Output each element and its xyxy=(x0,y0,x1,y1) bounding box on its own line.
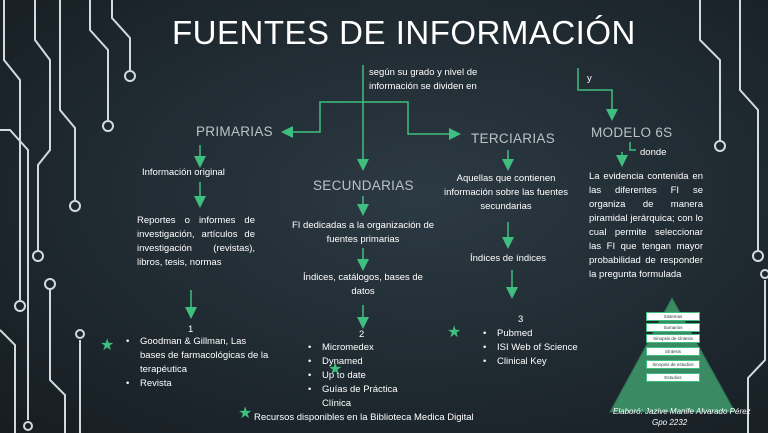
modelo-donde: donde xyxy=(640,147,667,158)
resources-note: Recursos disponibles en la Biblioteca Me… xyxy=(254,412,474,423)
primarias-number: 1 xyxy=(188,324,194,335)
star-icon: ★ xyxy=(238,405,253,422)
star-icon: ★ xyxy=(328,361,343,378)
list-item: ISI Web of Science xyxy=(483,341,607,355)
list-item: Goodman & Gillman, Las bases de farmacol… xyxy=(126,335,270,377)
list-item: Pubmed xyxy=(483,327,607,341)
primarias-list: Goodman & Gillman, Las bases de farmacol… xyxy=(126,335,270,391)
pyramid-level: Estudios xyxy=(646,373,700,382)
author: Elaboró: Jazive Manife Alvarado Pérez xyxy=(613,407,751,416)
circuit-decoration-left xyxy=(0,0,136,433)
secundarias-examples: Índices, catálogos, bases de datos xyxy=(303,272,423,297)
pyramid-level: Sistemas xyxy=(646,312,700,321)
terciarias-heading: TERCIARIAS xyxy=(471,131,556,146)
primarias-examples: Reportes o informes de investigación, ar… xyxy=(137,215,255,268)
pyramid-level: Sinopsis de estudios xyxy=(646,360,700,369)
terciarias-number: 3 xyxy=(518,314,524,325)
list-item: Up to date xyxy=(308,369,422,383)
secundarias-number: 2 xyxy=(359,329,365,340)
group: Gpo 2232 xyxy=(652,418,688,427)
arrow-to-primarias xyxy=(281,101,363,138)
list-item: Dynamed xyxy=(308,355,422,369)
list-item: Guías de Práctica Clínica xyxy=(308,383,422,411)
modelo-desc: La evidencia contenida en las diferentes… xyxy=(589,171,703,280)
modelo-heading: MODELO 6S xyxy=(591,125,673,140)
arrow-to-modelo xyxy=(577,68,618,121)
pyramid-level: Síntesis xyxy=(646,347,700,356)
secundarias-desc: FI dedicadas a la organización de fuente… xyxy=(291,220,435,245)
terciarias-examples: Índices de índices xyxy=(470,253,547,264)
secundarias-list: Micromedex Dynamed Up to date Guías de P… xyxy=(308,341,422,411)
list-item: Micromedex xyxy=(308,341,422,355)
primarias-desc: Información original xyxy=(142,167,225,178)
terciarias-desc: Aquellas que contienen información sobre… xyxy=(443,173,569,212)
list-item: Clinical Key xyxy=(483,355,607,369)
connector-y: y xyxy=(587,73,592,84)
arrow-to-terciarias xyxy=(363,101,461,140)
secundarias-heading: SECUNDARIAS xyxy=(313,178,414,193)
connector-arrows xyxy=(185,65,636,329)
arrow-modelo-1 xyxy=(629,142,636,151)
star-icon: ★ xyxy=(447,324,462,341)
circuit-decoration-right xyxy=(699,0,768,433)
star-icon: ★ xyxy=(100,337,115,354)
page-title: FUENTES DE INFORMACIÓN xyxy=(172,14,636,51)
connector-text: según su grado y nivel de información se… xyxy=(369,67,478,92)
primarias-heading: PRIMARIAS xyxy=(196,124,273,139)
terciarias-list: Pubmed ISI Web of Science Clinical Key xyxy=(483,327,607,369)
pyramid-level: Sumarios xyxy=(646,323,700,332)
pyramid-level: Sinopsis de síntesis xyxy=(646,334,700,343)
list-item: Revista xyxy=(126,377,270,391)
